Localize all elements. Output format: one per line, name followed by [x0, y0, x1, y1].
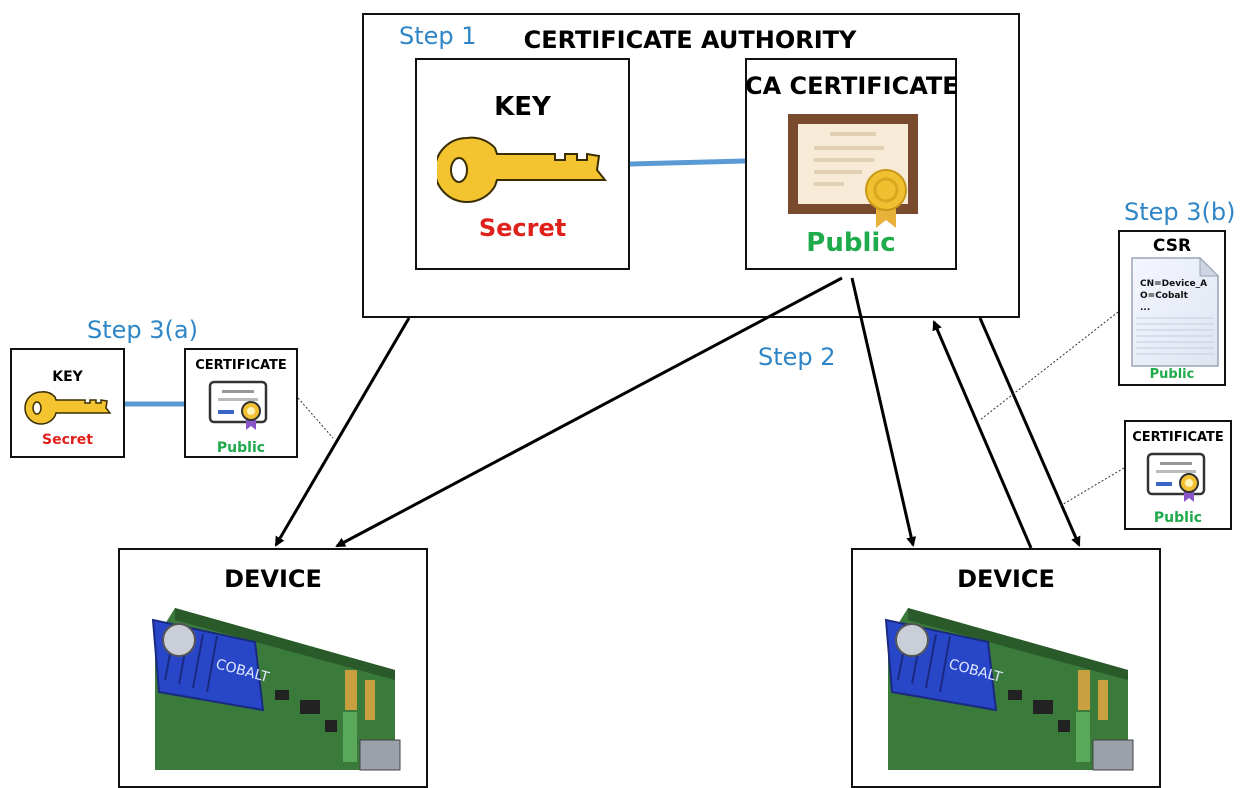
device-certificate-icon [208, 380, 268, 430]
device-card-right: COBALT [884, 608, 1134, 771]
arrow-ca-cert-to-right-device [850, 277, 917, 547]
csr-line: O=Cobalt [1140, 291, 1188, 301]
arrow-ca-to-left-device [274, 317, 411, 547]
callout-right-cert [1059, 467, 1125, 507]
device-key-title: KEY [52, 369, 83, 385]
csr-subject-text: CN=Device_A O=Cobalt ... [1140, 278, 1207, 314]
device-card-left: COBALT [151, 608, 401, 771]
ca-certificate-title: CA CERTIFICATE [745, 72, 959, 100]
issued-certificate-icon [1146, 452, 1206, 502]
key-icon [437, 136, 608, 204]
device-certificate-public-label: Public [216, 440, 266, 456]
csr-public-label: Public [1149, 367, 1195, 382]
callout-csr [979, 311, 1119, 421]
connectors-overlay [125, 158, 1125, 549]
csr-line: ... [1140, 303, 1151, 313]
device-certificate-title: CERTIFICATE [195, 358, 287, 373]
step-3b-label: Step 3(b) [1124, 198, 1236, 226]
certificate-authority-title: CERTIFICATE AUTHORITY [523, 26, 857, 54]
device-title-right: DEVICE [957, 565, 1055, 593]
ca-certificate-public-label: Public [806, 228, 896, 258]
ca-key-cert-link [629, 158, 746, 167]
step-1-label: Step 1 [399, 22, 477, 50]
device-key-icon [24, 391, 112, 425]
device-title-left: DEVICE [224, 565, 322, 593]
issued-certificate-title: CERTIFICATE [1132, 430, 1224, 445]
step-3a-label: Step 3(a) [87, 316, 198, 344]
arrow-ca-cert-to-left-device [335, 276, 843, 548]
certificate-icon [788, 114, 918, 228]
csr-document-icon [1131, 256, 1220, 367]
issued-certificate-public-label: Public [1153, 510, 1203, 526]
ca-key-secret-label: Secret [478, 214, 567, 242]
ca-key-title: KEY [494, 92, 551, 122]
arrow-right-device-to-ca [932, 320, 1033, 549]
csr-title: CSR [1152, 236, 1192, 256]
callout-left-cert [297, 397, 334, 439]
step-2-label: Step 2 [758, 343, 836, 371]
csr-line: CN=Device_A [1140, 279, 1208, 289]
device-key-secret-label: Secret [42, 432, 93, 448]
arrow-ca-to-right-device [978, 317, 1081, 547]
